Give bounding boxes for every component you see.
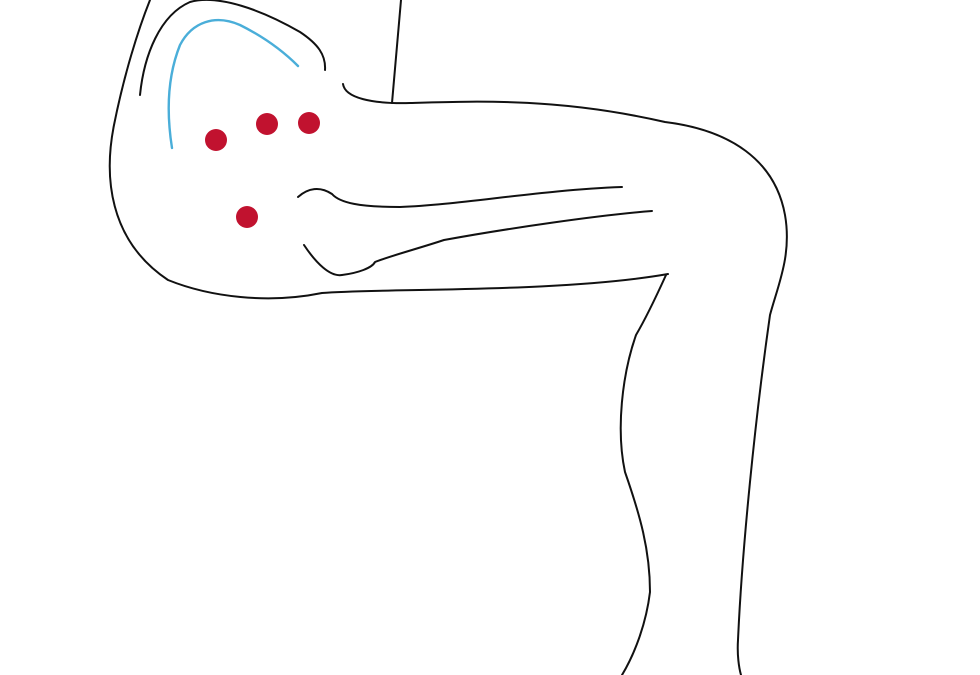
femur-lower-outline (303, 210, 653, 277)
marker-group (205, 112, 320, 228)
torso-line (391, 0, 402, 104)
point-marker (256, 113, 278, 135)
point-marker (236, 206, 258, 228)
point-marker (298, 112, 320, 134)
thigh-top-outline (342, 83, 788, 675)
buttock-outline (108, 0, 669, 300)
calf-outline (619, 274, 667, 675)
point-marker (205, 129, 227, 151)
leg-outline-group (108, 0, 788, 675)
inner-hip-outline (139, 0, 327, 96)
femur-upper-outline (297, 186, 623, 208)
gluteal-highlight-line (167, 18, 300, 150)
